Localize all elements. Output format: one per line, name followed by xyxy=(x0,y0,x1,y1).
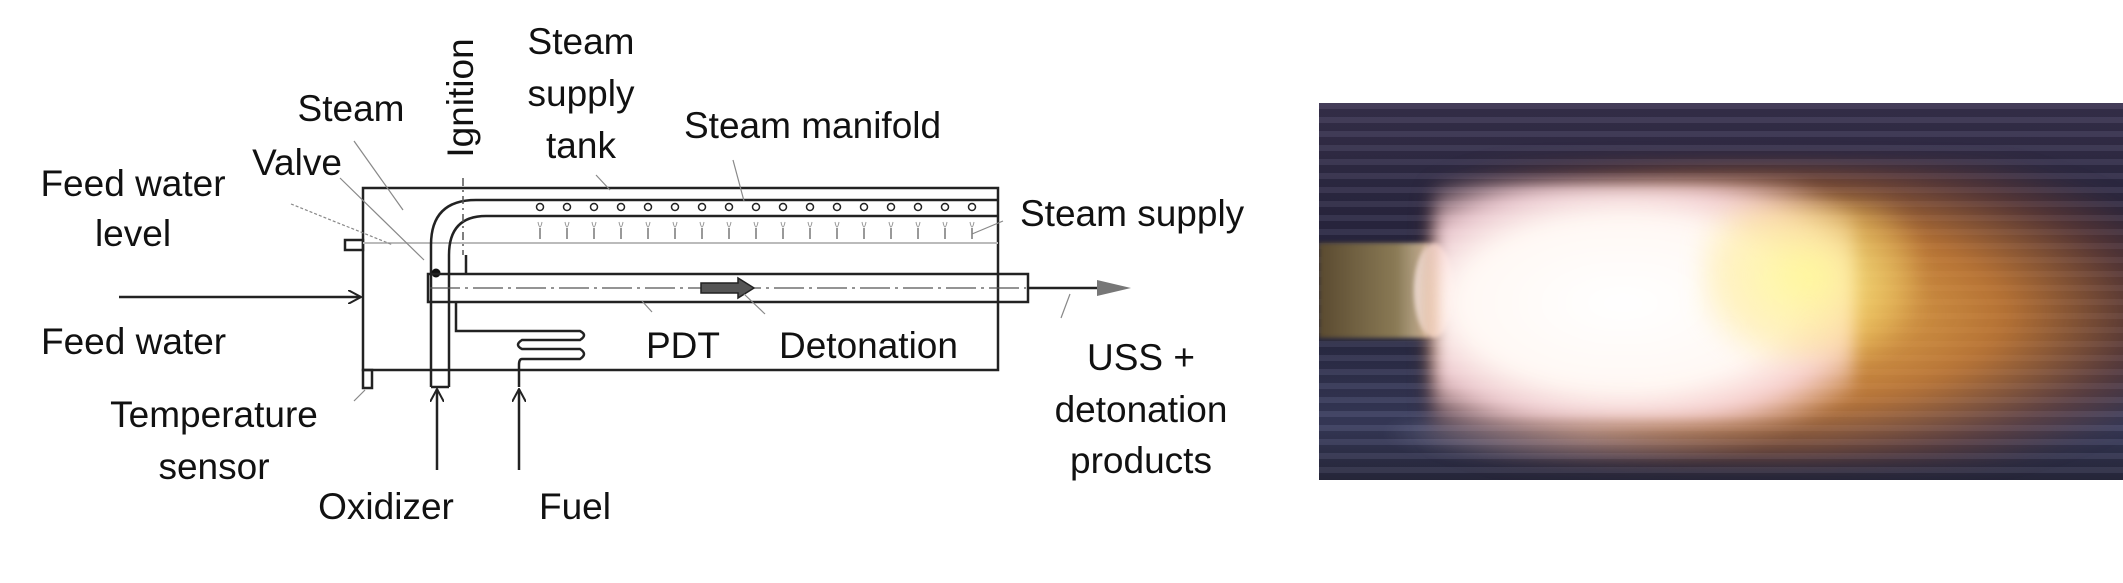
label-uss: USS + xyxy=(1087,337,1195,378)
steam-nozzle xyxy=(670,202,680,239)
leader-uss xyxy=(1060,293,1071,319)
leader-detonation xyxy=(743,293,766,315)
label-uss-2: detonation xyxy=(1055,389,1228,430)
label-steam: Steam xyxy=(298,88,405,129)
label-temperature-sensor-2: sensor xyxy=(158,446,269,487)
steam-nozzle xyxy=(859,202,869,239)
label-pdt: PDT xyxy=(646,325,720,366)
steam-nozzle xyxy=(643,202,653,239)
leader-feed-water-level xyxy=(290,203,394,246)
temperature-sensor xyxy=(361,368,374,390)
label-temperature-sensor: Temperature xyxy=(110,394,318,435)
steam-nozzle xyxy=(805,202,815,239)
flame-photo xyxy=(1319,103,2123,480)
steam-nozzle xyxy=(697,202,707,239)
leader-steam xyxy=(353,140,404,211)
steam-nozzle xyxy=(751,202,761,239)
housing xyxy=(361,186,1000,372)
label-feed-water-level: Feed water xyxy=(40,163,225,204)
fuel-coil xyxy=(454,302,586,387)
leader-lines xyxy=(290,140,1071,402)
label-steam-supply-tank-2: supply xyxy=(528,73,635,114)
steam-nozzle xyxy=(967,202,977,239)
label-steam-supply-tank: Steam xyxy=(528,21,635,62)
pdt-tube-exit xyxy=(1319,243,1429,338)
steam-nozzle xyxy=(535,202,545,239)
label-steam-supply-tank-3: tank xyxy=(546,125,616,166)
steam-nozzle xyxy=(886,202,896,239)
steam-nozzles xyxy=(535,202,977,239)
steam-pipe-outer xyxy=(429,198,998,387)
label-steam-manifold: Steam manifold xyxy=(684,105,941,146)
feed-water-level-tab xyxy=(343,238,365,252)
label-uss-3: products xyxy=(1070,440,1212,481)
steam-nozzle xyxy=(940,202,950,239)
label-steam-supply: Steam supply xyxy=(1020,193,1245,234)
steam-nozzle xyxy=(589,202,599,239)
label-feed-water-level-2: level xyxy=(95,213,171,254)
leader-valve xyxy=(339,177,425,261)
label-detonation: Detonation xyxy=(779,325,958,366)
label-ignition: Ignition xyxy=(440,38,481,157)
steam-nozzle xyxy=(616,202,626,239)
steam-pipe-inner xyxy=(447,214,998,387)
steam-nozzle xyxy=(832,202,842,239)
steam-nozzle xyxy=(913,202,923,239)
leader-pdt xyxy=(641,300,653,313)
output-arrowhead-icon xyxy=(1097,280,1131,296)
label-oxidizer: Oxidizer xyxy=(318,486,454,527)
steam-nozzle xyxy=(778,202,788,239)
steam-nozzle xyxy=(724,202,734,239)
leader-temperature-sensor xyxy=(353,389,366,402)
steam-nozzle xyxy=(562,202,572,239)
label-feed-water: Feed water xyxy=(41,321,226,362)
flame-yellow-zone xyxy=(1699,203,1919,363)
label-fuel: Fuel xyxy=(539,486,611,527)
leader-steam-supply-tank xyxy=(595,174,611,191)
label-valve: Valve xyxy=(252,142,342,183)
leader-steam-manifold xyxy=(732,159,745,202)
detonation-direction-arrow-icon xyxy=(700,276,756,300)
leader-steam-supply xyxy=(971,220,1004,235)
